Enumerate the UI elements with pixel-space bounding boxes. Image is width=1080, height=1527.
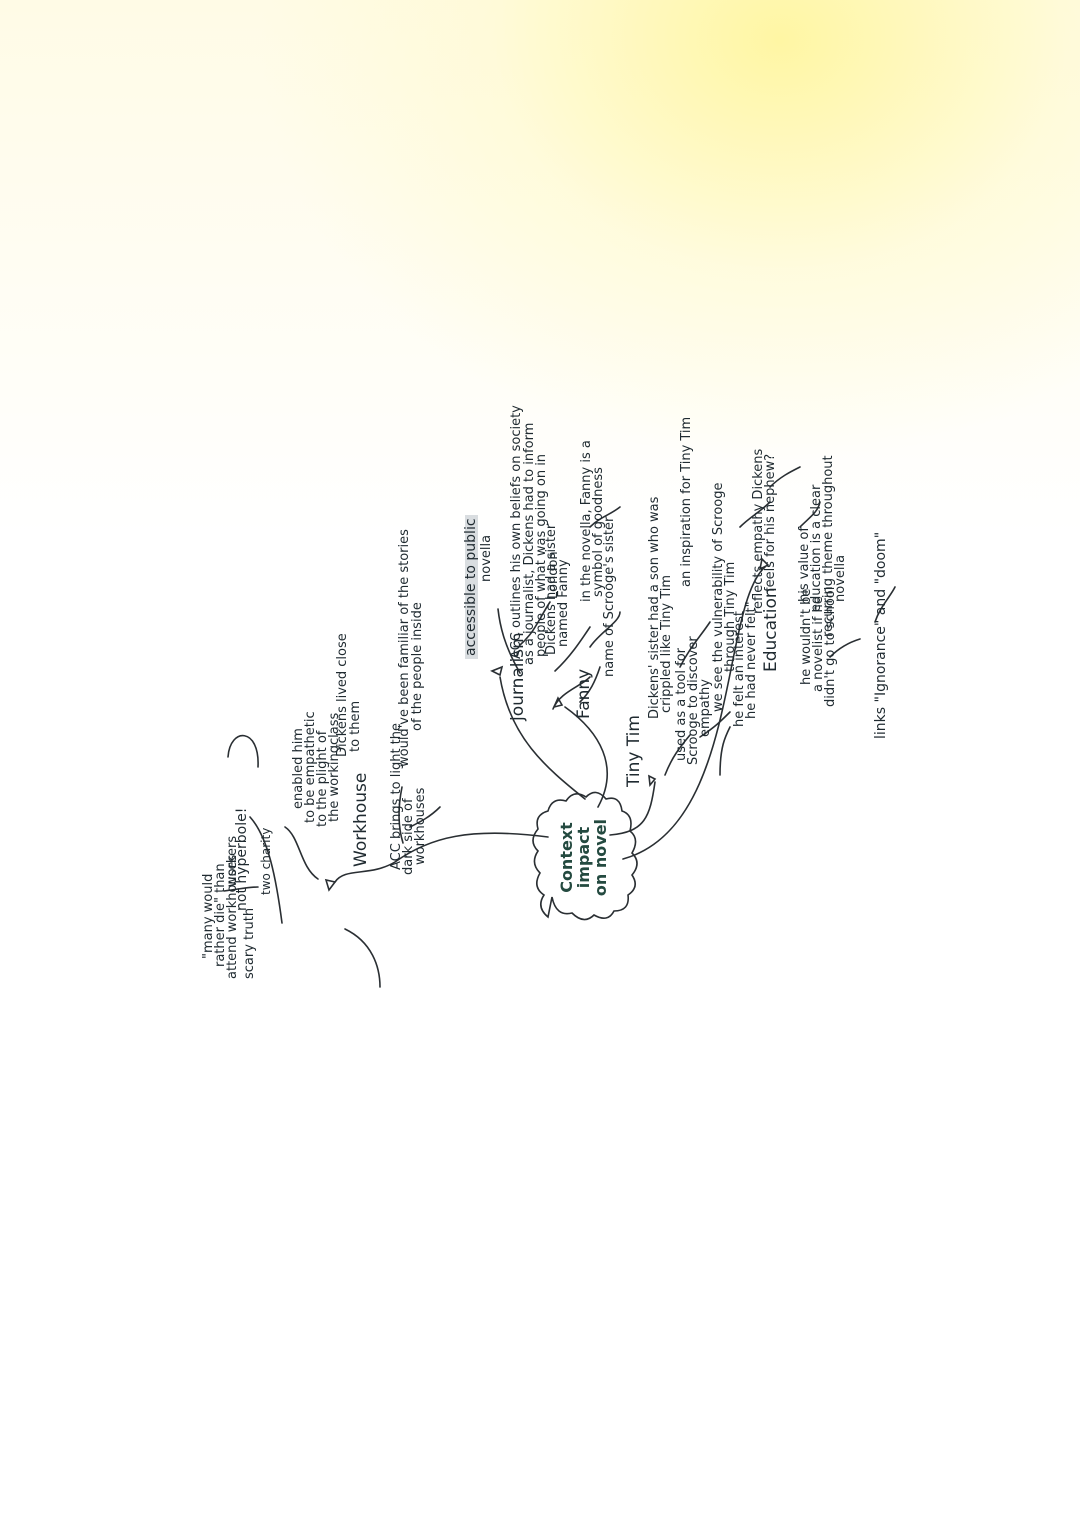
note-charity: two charity (259, 827, 273, 895)
branch-fanny: Fanny (574, 668, 594, 719)
branch-line-journalism (499, 676, 586, 800)
note-reflects-2: feels for his nephew? (763, 453, 778, 592)
note-inspiration: an inspiration for Tiny Tim (679, 416, 694, 587)
branch-line-education (622, 566, 766, 860)
note-familiar-2: of the people inside (410, 602, 425, 731)
branch-tiny-tim: Tiny Tim (624, 715, 644, 787)
center-title-line1: Context impact (556, 822, 593, 893)
note-lived-2: to them (348, 700, 363, 752)
note-scary-truth: scary truth (242, 907, 257, 979)
note-novella: novella (479, 534, 494, 582)
note-son-2: crippled like Tiny Tim (659, 574, 674, 713)
note-value-3: recurring theme throughout (821, 455, 836, 637)
note-accessible: accessible to public (463, 515, 479, 659)
center-title-line2: on novel (590, 818, 610, 897)
note-value-4: novella (833, 554, 848, 602)
branch-education: Education (761, 587, 781, 672)
note-links: links "Ignorance" and "doom" (873, 531, 889, 739)
note-fanny-sister-2: named Fanny (556, 559, 571, 647)
center-cloud (532, 791, 638, 921)
note-felt-2: he had never felt" (744, 601, 759, 719)
branch-line-tinytim (609, 781, 656, 836)
note-not-hyperbole: not hyperbole! (234, 807, 250, 911)
branch-line-workhouse (334, 832, 549, 883)
branch-workhouse: Workhouse (351, 772, 371, 867)
branch-line-fanny (564, 706, 608, 808)
note-acc-3: workhouses (413, 787, 428, 865)
note-scrooge-sister: name of Scrooge's sister (602, 516, 617, 677)
